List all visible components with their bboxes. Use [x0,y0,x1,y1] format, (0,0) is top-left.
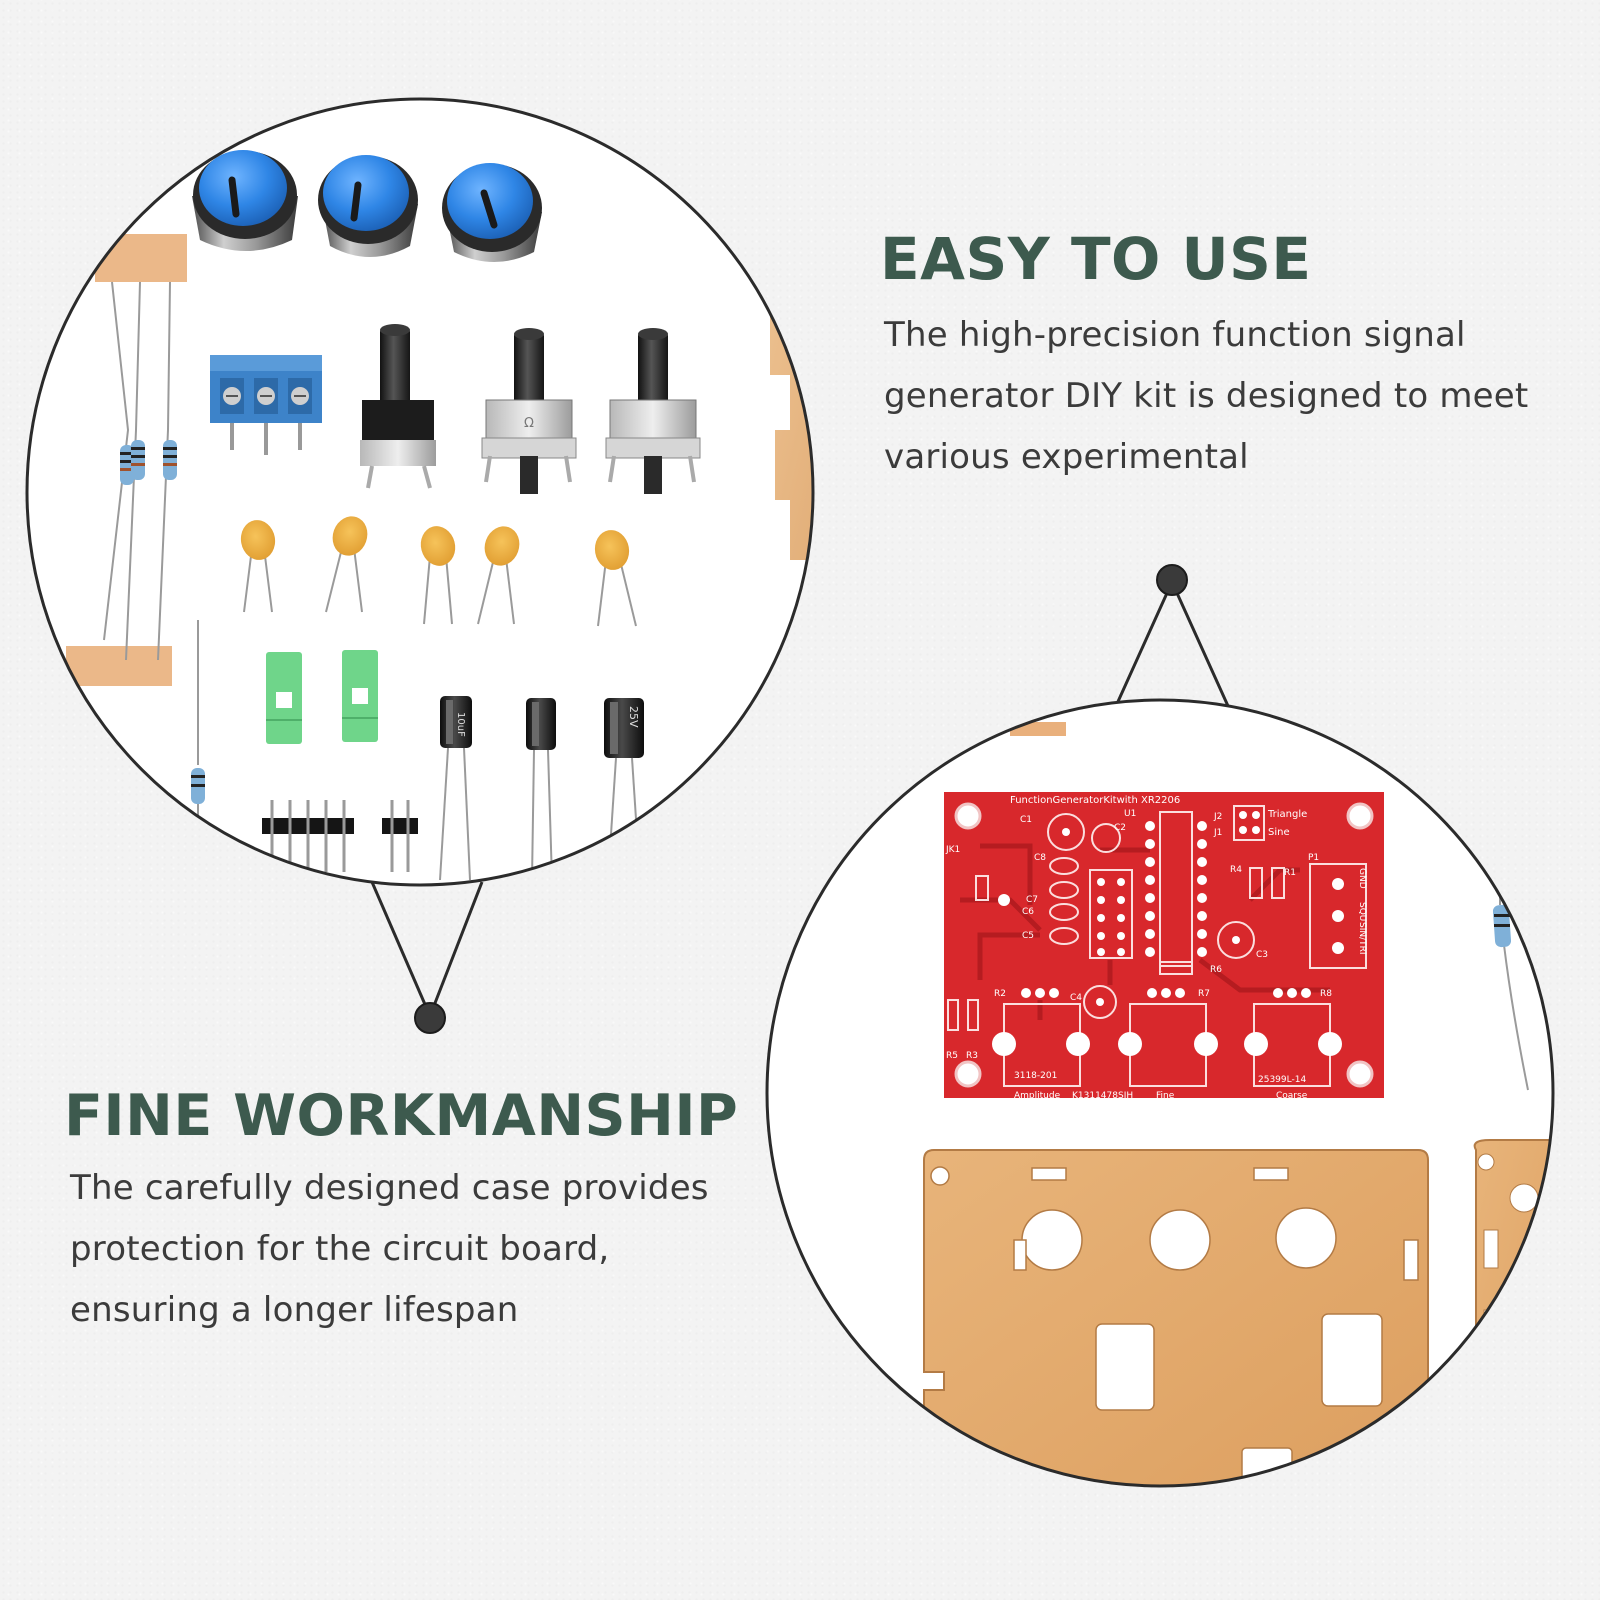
svg-text:C2: C2 [1114,823,1126,833]
svg-text:C6: C6 [1022,907,1034,917]
acrylic-case-panel [923,1139,1553,1486]
svg-text:J1: J1 [1213,828,1222,838]
svg-text:R3: R3 [966,1051,978,1061]
svg-text:K1311478SJH: K1311478SJH [1072,1091,1133,1101]
svg-text:Sine: Sine [1268,827,1290,838]
svg-text:Coarse: Coarse [1276,1091,1308,1101]
knob-3 [442,163,542,262]
svg-text:R1: R1 [1284,868,1296,878]
svg-text:C1: C1 [1020,815,1032,825]
svg-text:R2: R2 [994,989,1006,999]
jumper-caps [266,650,378,744]
svg-text:Ω: Ω [524,416,534,431]
description-line: protection for the circuit board, [70,1229,610,1269]
knob-2 [318,155,418,257]
svg-text:P1: P1 [1308,853,1319,863]
terminal-block [210,355,322,455]
svg-text:SQU: SQU [1357,902,1367,921]
description-line: various experimental [884,437,1249,477]
knob-1 [192,150,298,251]
svg-text:R6: R6 [1210,965,1222,975]
pin-dot-icon [414,1002,446,1034]
components-circle: Ω [25,97,815,1034]
svg-text:3118-201: 3118-201 [1014,1071,1057,1081]
pcb-circle: FunctionGeneratorKitwith XR2206 C1 U1 C2… [765,564,1555,1488]
svg-text:C4: C4 [1070,993,1082,1003]
description-line: The carefully designed case provides [70,1168,709,1208]
svg-text:J2: J2 [1213,812,1222,822]
svg-text:R8: R8 [1320,989,1332,999]
svg-text:R5: R5 [946,1051,958,1061]
electrolytic-capacitors: 10uF 25V [439,696,644,881]
svg-text:U1: U1 [1124,809,1136,819]
svg-text:25399L-14: 25399L-14 [1258,1075,1306,1085]
svg-text:Triangle: Triangle [1267,809,1307,820]
svg-text:GND: GND [1357,868,1367,889]
svg-text:Amplitude: Amplitude [1014,1091,1061,1101]
svg-text:C5: C5 [1022,931,1034,941]
pcb-title: FunctionGeneratorKitwith XR2206 [1010,795,1180,806]
svg-text:25V: 25V [627,706,640,728]
description-line: generator DIY kit is designed to meet [884,376,1529,416]
pin-headers [262,800,418,872]
description-line: ensuring a longer lifespan [70,1290,519,1330]
svg-text:R7: R7 [1198,989,1210,999]
potentiometer-3 [605,328,701,494]
svg-text:C7: C7 [1026,895,1038,905]
potentiometer-1 [360,324,436,489]
fine-workmanship-description: The carefully designed case provides pro… [70,1158,709,1341]
description-line: The high-precision function signal [884,315,1466,355]
pin-dot-icon [1156,564,1188,596]
svg-text:R4: R4 [1230,865,1242,875]
easy-to-use-description: The high-precision function signal gener… [884,305,1528,488]
fine-workmanship-heading: FINE WORKMANSHIP [64,1083,739,1149]
ceramic-capacitors [240,516,637,627]
svg-text:JK1: JK1 [945,845,960,855]
pcb-board: FunctionGeneratorKitwith XR2206 C1 U1 C2… [944,792,1384,1101]
easy-to-use-heading: EASY TO USE [880,225,1312,293]
svg-text:C3: C3 [1256,950,1268,960]
svg-text:SIN/TRI: SIN/TRI [1357,922,1367,955]
svg-text:C8: C8 [1034,853,1046,863]
potentiometer-2: Ω [481,328,577,494]
svg-text:10uF: 10uF [455,712,466,737]
svg-text:Fine: Fine [1156,1091,1175,1101]
